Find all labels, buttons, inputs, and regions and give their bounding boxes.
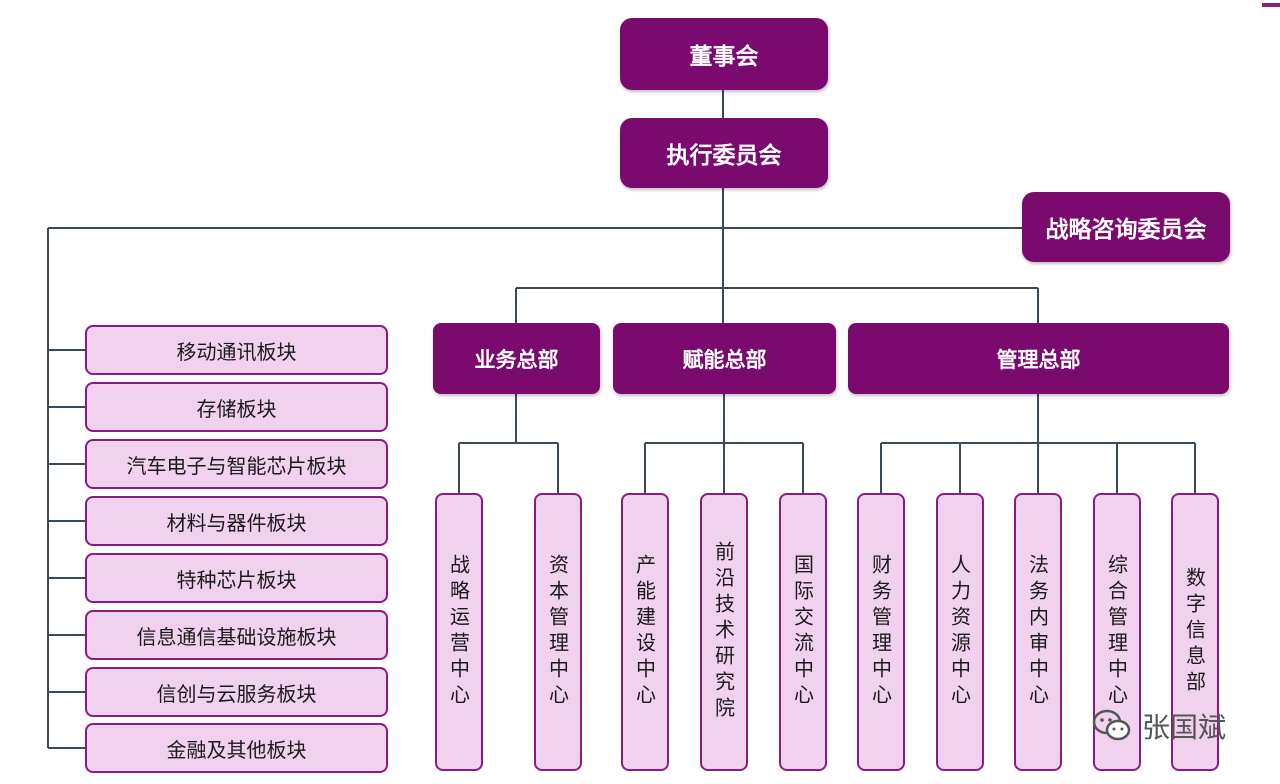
segment-box-finance-other: 金融及其他板块 [85, 723, 388, 773]
wechat-icon [1092, 709, 1131, 741]
management-hq-box: 管理总部 [848, 323, 1229, 394]
board-box: 董事会 [620, 18, 828, 90]
center-box-frontier-tech-institute: 前沿技术研究院 [700, 493, 748, 771]
center-box-strategy-operations: 战略运营中心 [435, 493, 483, 771]
segment-box-storage: 存储板块 [85, 382, 388, 432]
segment-box-xinchuang-cloud: 信创与云服务板块 [85, 667, 388, 717]
center-box-legal-audit: 法务内审中心 [1014, 493, 1062, 771]
executive-committee-box: 执行委员会 [620, 118, 828, 188]
strategy-advisory-committee-box: 战略咨询委员会 [1022, 192, 1230, 262]
watermark-author: 张国斌 [1142, 711, 1227, 744]
watermark: 张国斌 [1092, 706, 1226, 746]
center-box-human-resources: 人力资源中心 [936, 493, 984, 771]
center-box-capacity-building: 产能建设中心 [621, 493, 669, 771]
segment-box-mobile-communication: 移动通讯板块 [85, 325, 388, 375]
center-box-digital-information: 数字信息部 [1171, 493, 1219, 771]
top-right-accent-bar [1262, 3, 1280, 7]
center-box-international-exchange: 国际交流中心 [779, 493, 827, 771]
business-hq-box: 业务总部 [433, 323, 600, 394]
segment-box-ict-infrastructure: 信息通信基础设施板块 [85, 610, 388, 660]
segment-box-automotive-intelligent-chips: 汽车电子与智能芯片板块 [85, 439, 388, 489]
center-box-capital-management: 资本管理中心 [534, 493, 582, 771]
enabling-hq-box: 赋能总部 [613, 323, 836, 394]
center-box-finance: 财务管理中心 [857, 493, 905, 771]
segment-box-materials-devices: 材料与器件板块 [85, 496, 388, 546]
segment-box-special-chips: 特种芯片板块 [85, 553, 388, 603]
